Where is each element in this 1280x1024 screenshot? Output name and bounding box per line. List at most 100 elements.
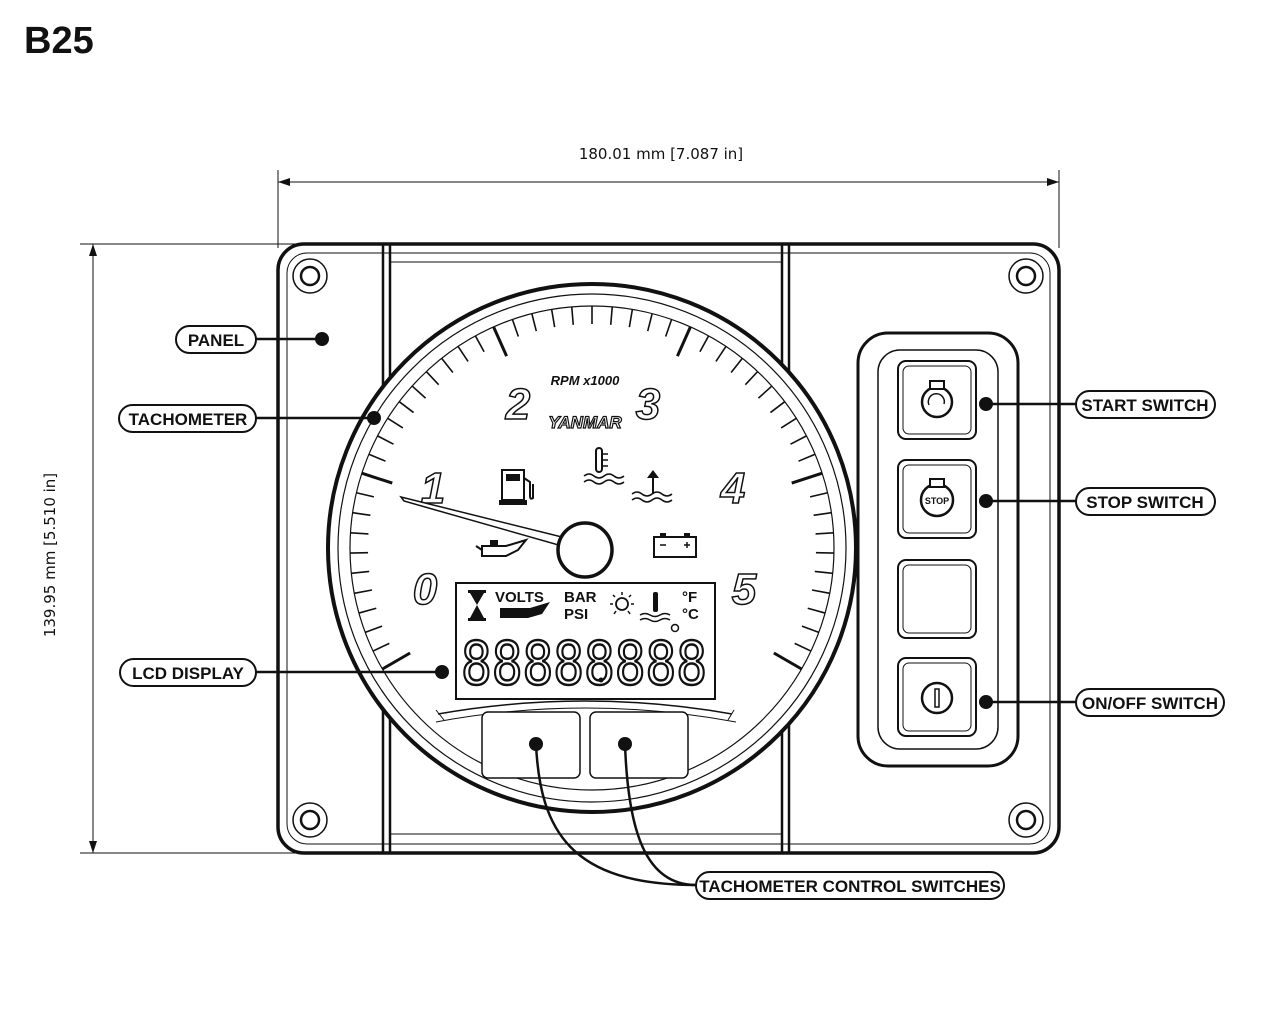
switch-panel: STOP bbox=[856, 331, 1020, 768]
rpm-tick bbox=[361, 471, 393, 485]
rpm-tick bbox=[372, 642, 390, 652]
rpm-tick bbox=[425, 371, 440, 386]
rpm-tick bbox=[550, 309, 556, 328]
rpm-tick bbox=[813, 511, 832, 517]
callout-panel: PANEL bbox=[175, 325, 329, 354]
lcd-display: VOLTS BAR PSI °F °C bbox=[455, 582, 716, 700]
rpm-tick bbox=[815, 532, 834, 535]
rpm-tick bbox=[664, 319, 673, 337]
rpm-tick bbox=[492, 326, 508, 357]
rpm-tick bbox=[609, 306, 614, 325]
rpm-tick bbox=[570, 306, 575, 325]
battery-icon bbox=[653, 533, 697, 558]
screw-top-right bbox=[1008, 258, 1044, 294]
callout-lcd-display-label: LCD DISPLAY bbox=[132, 664, 244, 683]
callout-onoff-switch-label: ON/OFF SWITCH bbox=[1082, 694, 1218, 713]
page-title: B25 bbox=[24, 20, 94, 62]
rpm-tick bbox=[794, 642, 812, 652]
lcd-temp-icon bbox=[639, 592, 671, 623]
rpm-tick bbox=[791, 471, 823, 485]
rpm-number-3: 3 bbox=[636, 380, 660, 429]
rpm-tick bbox=[364, 625, 383, 634]
rpm-tick bbox=[377, 435, 394, 445]
coolant-temp-icon bbox=[583, 447, 625, 485]
rpm-tick bbox=[814, 570, 833, 575]
screw-top-left bbox=[292, 258, 328, 294]
power-icon bbox=[920, 681, 954, 715]
stop-icon-text: STOP bbox=[925, 496, 949, 506]
fuel-pump-icon bbox=[499, 469, 534, 505]
rpm-number-5: 5 bbox=[732, 565, 757, 614]
tachometer: 0 1 2 3 4 5 RPM x1000 YANMAR bbox=[326, 282, 858, 814]
rpm-tick bbox=[398, 401, 415, 414]
rpm-number-0: 0 bbox=[413, 565, 438, 614]
rpm-number-4: 4 bbox=[720, 464, 745, 513]
rpm-tick bbox=[744, 371, 759, 386]
blank-switch[interactable] bbox=[897, 559, 977, 639]
callout-onoff-switch: ON/OFF SWITCH bbox=[979, 688, 1225, 717]
rpm-tick bbox=[757, 385, 773, 399]
start-icon bbox=[920, 380, 954, 419]
rpm-tick bbox=[809, 491, 828, 498]
callout-tachometer-label: TACHOMETER bbox=[129, 410, 248, 429]
rpm-tick bbox=[811, 589, 830, 595]
start-switch[interactable] bbox=[897, 360, 977, 440]
rpm-tick bbox=[730, 357, 743, 373]
rpm-number-2: 2 bbox=[505, 380, 531, 429]
callout-stop-switch-label: STOP SWITCH bbox=[1086, 493, 1203, 512]
rpm-tick bbox=[358, 607, 377, 614]
rpm-tick bbox=[699, 335, 710, 353]
lcd-backlight-icon bbox=[610, 592, 634, 615]
callout-control-switches: TACHOMETER CONTROL SWITCHES bbox=[529, 737, 1005, 900]
rpm-tick bbox=[628, 309, 634, 328]
width-dimension-label: 180.01 mm [7.087 in] bbox=[579, 145, 743, 163]
rpm-tick bbox=[356, 491, 375, 498]
rpm-tick bbox=[457, 345, 469, 362]
width-dimension: 180.01 mm [7.087 in] bbox=[277, 145, 1060, 248]
rpm-tick bbox=[350, 532, 369, 535]
onoff-switch[interactable] bbox=[897, 657, 977, 737]
rpm-tick bbox=[769, 401, 786, 414]
rpm-tick bbox=[790, 435, 807, 445]
callout-lcd-display: LCD DISPLAY bbox=[119, 658, 449, 687]
callout-control-switches-label: TACHOMETER CONTROL SWITCHES bbox=[699, 877, 1001, 896]
callout-stop-switch: STOP SWITCH bbox=[979, 487, 1216, 516]
callout-start-switch: START SWITCH bbox=[979, 390, 1216, 419]
brand-logo: YANMAR bbox=[548, 413, 622, 432]
hourglass-icon bbox=[468, 590, 486, 621]
tachometer-needle bbox=[399, 495, 614, 579]
lcd-digits: 88888888 bbox=[461, 629, 707, 699]
rpm-tick bbox=[511, 319, 520, 337]
tachometer-control-switch-right[interactable] bbox=[589, 711, 689, 779]
height-dimension-label: 139.95 mm [5.510 in] bbox=[41, 473, 59, 637]
stop-switch[interactable]: STOP bbox=[897, 459, 977, 539]
height-dimension: 139.95 mm [5.510 in] bbox=[41, 243, 300, 854]
lcd-bar-label: BAR bbox=[564, 589, 597, 606]
rpm-tick bbox=[387, 417, 404, 429]
lcd-fahrenheit-label: °F bbox=[682, 589, 697, 606]
callout-start-switch-label: START SWITCH bbox=[1081, 396, 1208, 415]
oil-can-icon bbox=[475, 538, 529, 557]
rpm-tick bbox=[441, 357, 454, 373]
rpm-tick bbox=[531, 313, 538, 332]
screw-bottom-left bbox=[292, 802, 328, 838]
screw-bottom-right bbox=[1008, 802, 1044, 838]
rpm-tick bbox=[411, 385, 427, 399]
rpm-tick bbox=[474, 335, 485, 353]
rpm-tick bbox=[352, 511, 371, 517]
rpm-tick bbox=[798, 453, 816, 462]
lcd-celsius-label: °C bbox=[682, 606, 699, 623]
lcd-volts-label: VOLTS bbox=[495, 589, 544, 606]
stop-icon: STOP bbox=[919, 478, 955, 518]
water-level-icon bbox=[631, 470, 673, 503]
callout-tachometer: TACHOMETER bbox=[118, 404, 381, 433]
rpm-scale-label: RPM x1000 bbox=[551, 373, 620, 388]
lcd-psi-label: PSI bbox=[564, 606, 588, 623]
rpm-tick bbox=[354, 589, 373, 595]
rpm-tick bbox=[351, 570, 370, 575]
rpm-tick bbox=[780, 417, 797, 429]
rpm-tick bbox=[807, 607, 826, 614]
rpm-tick bbox=[676, 326, 692, 357]
rpm-tick bbox=[715, 345, 727, 362]
